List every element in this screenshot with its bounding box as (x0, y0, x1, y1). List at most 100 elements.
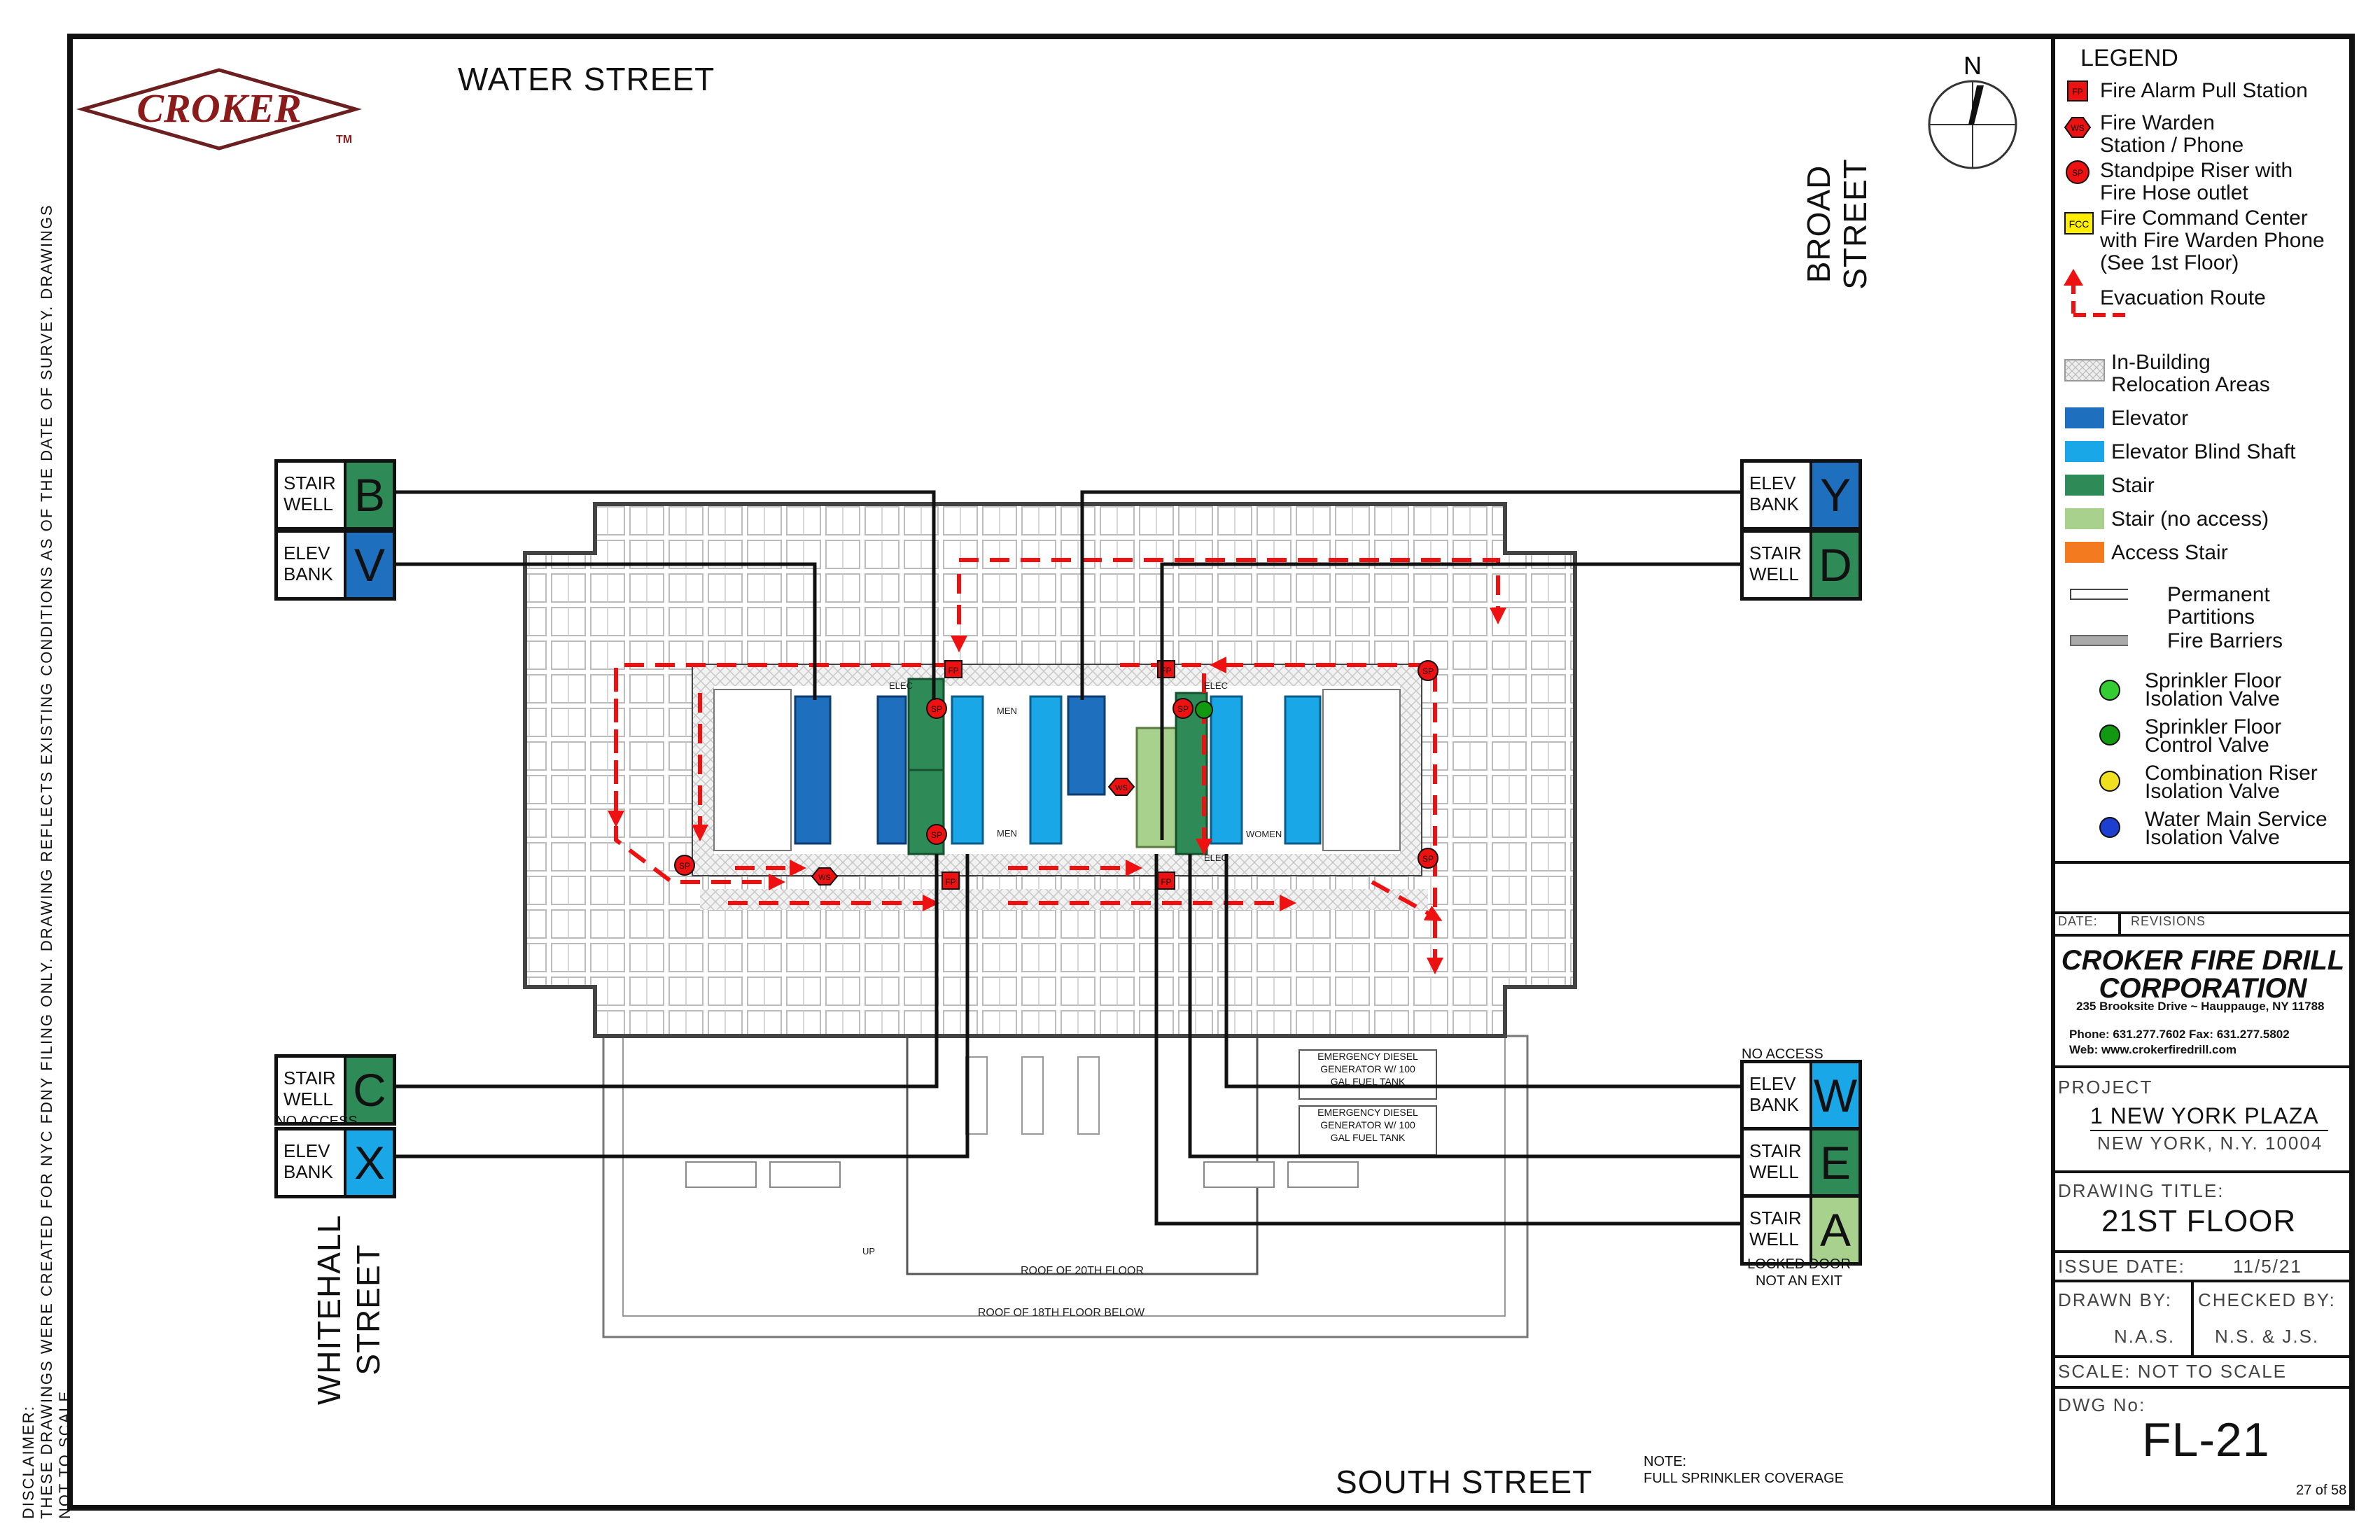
title-block (2051, 34, 2355, 1511)
legend-access-stair-icon (2065, 542, 2104, 563)
checked-by-label: CHECKED BY: (2198, 1289, 2336, 1310)
tb-divider (2051, 1386, 2355, 1389)
fp-label: FP (1161, 877, 1171, 887)
tag-letter: V (344, 533, 393, 597)
legend-fp-text: FP (2072, 87, 2082, 97)
legend-label-combination-riser: Combination Riser Isolation Valve (2145, 762, 2318, 803)
sprinkler-control-valve (1195, 701, 1213, 719)
legend-stair-icon (2065, 475, 2104, 496)
label-men: MEN (997, 706, 1017, 716)
elevator-bank-x (951, 695, 984, 845)
generator-2-label: EMERGENCY DIESEL GENERATOR W/ 100 GAL FU… (1317, 1107, 1418, 1143)
relocation-area (1400, 686, 1421, 854)
tag-label: ELEV BANK (284, 1140, 333, 1182)
roof-unit (1287, 1161, 1359, 1188)
tag-label: STAIR WELL (284, 472, 336, 514)
legend-label-sprinkler-isolation: Sprinkler Floor Isolation Valve (2145, 669, 2282, 710)
legend-evac-arrow (2064, 269, 2083, 286)
tb-divider (2051, 1065, 2355, 1068)
legend-label-elevator: Elevator (2111, 407, 2189, 430)
tag-elev-bank-y: ELEV BANK Y (1740, 459, 1862, 531)
company-address: 235 Brooksite Drive ~ Hauppauge, NY 1178… (2076, 1000, 2325, 1013)
company-phone: Phone: 631.277.7602 Fax: 631.277.5802 (2069, 1028, 2290, 1041)
label-men: MEN (997, 828, 1017, 839)
tag-elev-bank-x: ELEV BANK X (274, 1127, 396, 1198)
legend-fcc-icon (2064, 212, 2094, 234)
standpipe-riser: SP (926, 698, 947, 719)
legend-fp-icon (2067, 80, 2088, 102)
sp-label: SP (679, 861, 690, 871)
tb-divider (2051, 911, 2355, 914)
sp-label: SP (1177, 704, 1189, 714)
legend-label-access-stair: Access Stair (2111, 541, 2228, 564)
dwg-no-label: DWG No: (2058, 1394, 2146, 1415)
tag-stairwell-b: STAIR WELL B (274, 459, 396, 531)
tag-stairwell-e: STAIR WELL E (1740, 1127, 1862, 1198)
drawing-title-label: DRAWING TITLE: (2058, 1180, 2225, 1201)
tb-date-label: DATE: (2058, 914, 2098, 928)
fire-alarm-pull-station: FP (1157, 872, 1175, 890)
drawing-border (67, 34, 2355, 1511)
tag-letter: C (344, 1058, 393, 1122)
tag-label: ELEV BANK (1749, 1073, 1799, 1115)
generator-1-box (1298, 1049, 1437, 1100)
ws-label: WS (1115, 784, 1128, 792)
legend-combination-riser-icon (2099, 771, 2120, 792)
generator-1-label: EMERGENCY DIESEL GENERATOR W/ 100 GAL FU… (1317, 1051, 1418, 1087)
stairwell-a (1135, 727, 1177, 848)
tb-divider-v (2191, 1280, 2194, 1355)
tag-stairwell-c: STAIR WELL C (274, 1054, 396, 1126)
tag-label: STAIR WELL (284, 1068, 336, 1110)
tb-divider (2051, 1250, 2355, 1253)
tag-label: ELEV BANK (1749, 472, 1799, 514)
fp-label: FP (945, 877, 955, 887)
legend-label-water-main: Water Main Service Isolation Valve (2145, 808, 2328, 849)
elevator-bank-y (1029, 695, 1063, 845)
legend-title: LEGEND (2080, 45, 2178, 71)
note-locked-door: LOCKED DOOR NOT AN EXIT (1747, 1256, 1851, 1289)
legend-label-partitions: Permanent Partitions (2167, 583, 2270, 629)
compass-label: N (1963, 51, 1982, 80)
legend-label-fire-barriers: Fire Barriers (2167, 629, 2283, 652)
elevator-bank-y-2 (1067, 695, 1106, 796)
drawn-by: N.A.S. (2114, 1326, 2176, 1347)
legend-partition-icon (2070, 589, 2128, 600)
legend-water-main-icon (2099, 817, 2120, 838)
company-name: CROKER FIRE DRILL CORPORATION (2061, 945, 2345, 1004)
tb-divider (2051, 1170, 2355, 1173)
drawing-title: 21ST FLOOR (2101, 1204, 2297, 1238)
label-elec: ELEC (889, 680, 913, 691)
fire-warden-station: WS (1107, 778, 1135, 796)
tag-label: STAIR WELL (1749, 1208, 1802, 1250)
street-north: WATER STREET (458, 61, 715, 97)
roof-unit (685, 1161, 757, 1188)
tb-divider (2051, 1280, 2355, 1282)
issue-date-label: ISSUE DATE: (2058, 1256, 2185, 1277)
street-south: SOUTH STREET (1336, 1464, 1593, 1500)
evacuation-routes (608, 558, 1506, 974)
croker-logo: CROKER TM (76, 68, 363, 150)
project-underline (2090, 1130, 2328, 1131)
project-city: NEW YORK, N.Y. 10004 (2097, 1133, 2323, 1154)
tag-letter: W (1809, 1063, 1858, 1128)
tag-label: STAIR WELL (1749, 542, 1802, 584)
legend-relocation-icon (2064, 359, 2105, 382)
logo-text: CROKER (136, 85, 301, 131)
label-roof-20th: ROOF OF 20TH FLOOR (1021, 1265, 1144, 1277)
elevator-bank-v-2 (876, 695, 907, 845)
tag-letter: B (344, 463, 393, 527)
legend-stair-no-access-icon (2065, 508, 2104, 529)
legend-label-sp: Standpipe Riser with Fire Hose outlet (2100, 159, 2293, 204)
sp-label: SP (931, 704, 942, 714)
north-compass: N (1928, 51, 2017, 169)
legend-label-sprinkler-control: Sprinkler Floor Control Valve (2145, 715, 2282, 757)
tb-divider-v (2118, 911, 2121, 934)
label-elec: ELEC (1204, 853, 1228, 863)
tag-elev-bank-w: ELEV BANK W (1740, 1060, 1862, 1131)
tag-label: ELEV BANK (284, 542, 333, 584)
legend-label-evac: Evacuation Route (2100, 286, 2266, 309)
elevator-bank-w (1210, 695, 1243, 845)
fire-warden-station: WS (811, 867, 839, 886)
tag-label: STAIR WELL (1749, 1140, 1802, 1182)
legend-label-stair-no-access: Stair (no access) (2111, 507, 2269, 531)
